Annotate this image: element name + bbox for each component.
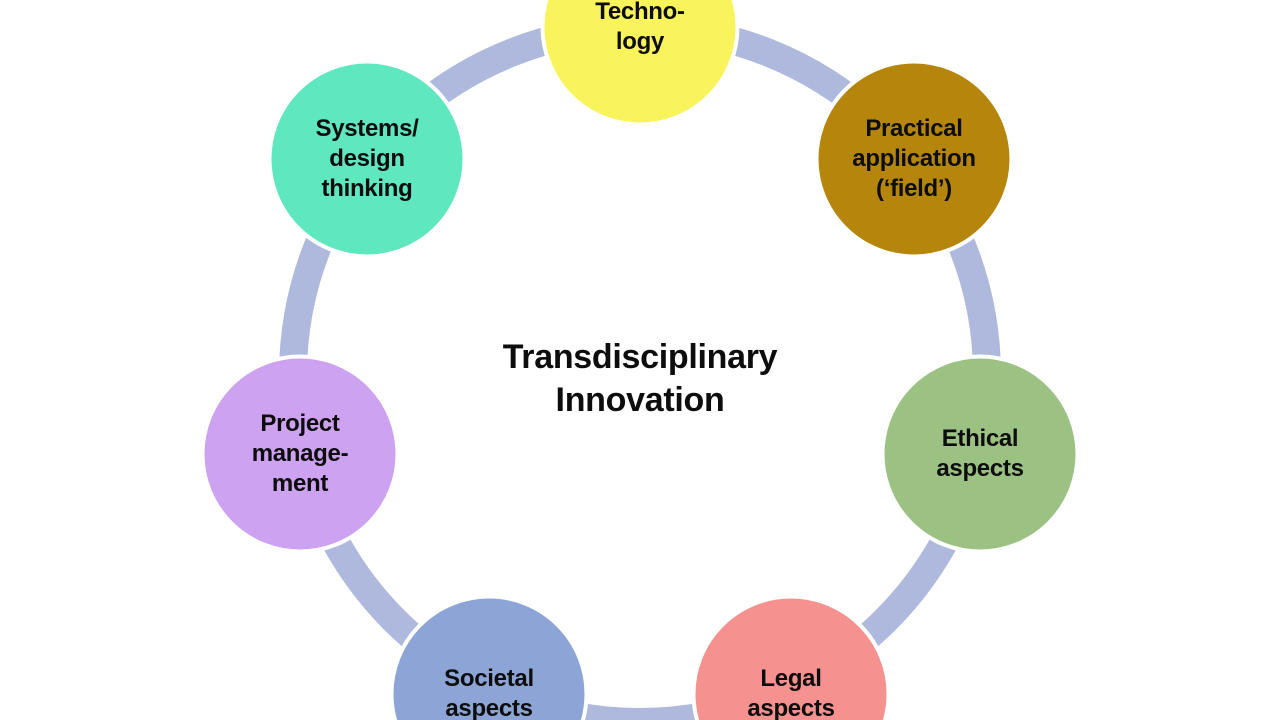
label-line: Practical (865, 115, 963, 142)
node-label-ethical-aspects: Ethical aspects (875, 424, 1085, 484)
node-circle-systems-design-thinking (267, 59, 467, 259)
node-circle-project-management (200, 354, 400, 554)
node-circle-societal-aspects (389, 594, 589, 720)
label-line: aspects (445, 695, 533, 720)
label-line: Ethical (941, 425, 1019, 452)
label-line: manage- (251, 440, 349, 467)
node-label-practical-application: Practical application (‘field’) (809, 114, 1019, 204)
node-circle-legal-aspects (691, 594, 891, 720)
node-circle-ethical-aspects (880, 354, 1080, 554)
node-label-project-management: Project manage- ment (195, 409, 405, 499)
node-label-technology: Techno- logy (535, 0, 745, 57)
label-line: (‘field’) (876, 175, 952, 202)
diagram-center-title: Transdisciplinary Innovation (430, 336, 850, 422)
node-label-legal-aspects: Legal aspects (686, 664, 896, 720)
label-line: aspects (936, 455, 1024, 482)
title-line: Transdisciplinary (502, 338, 778, 376)
node-label-societal-aspects: Societal aspects (384, 664, 594, 720)
label-line: design (329, 145, 405, 172)
label-line: ment (271, 470, 329, 497)
title-line: Innovation (555, 381, 725, 419)
label-line: thinking (321, 175, 413, 202)
node-circle-technology (540, 0, 740, 127)
label-line: aspects (747, 695, 835, 720)
node-label-systems-design-thinking: Systems/ design thinking (262, 114, 472, 204)
label-line: Systems/ (315, 115, 419, 142)
label-line: Societal (444, 665, 534, 692)
label-line: Legal (760, 665, 822, 692)
label-line: Techno- (595, 0, 685, 25)
label-line: application (852, 145, 976, 172)
label-line: Project (260, 410, 340, 437)
node-circle-practical-application (814, 59, 1014, 259)
label-line: logy (615, 28, 665, 55)
